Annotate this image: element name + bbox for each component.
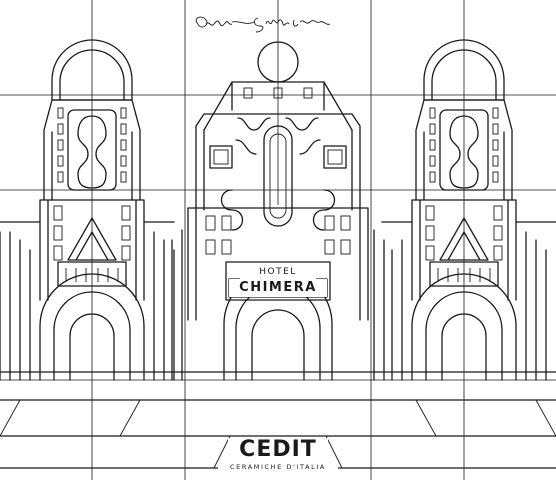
ground-pattern (0, 371, 556, 469)
artist-signature (195, 16, 331, 33)
brand-tagline: CERAMICHE D'ITALIA (218, 462, 338, 472)
hotel-sign-main-text: CHIMERA (229, 279, 327, 297)
center-building (171, 41, 385, 381)
brand-logo: CEDIT (228, 438, 328, 462)
right-tower (381, 39, 556, 381)
left-tower (0, 39, 175, 381)
hotel-sign-small-text: HOTEL (240, 266, 316, 279)
